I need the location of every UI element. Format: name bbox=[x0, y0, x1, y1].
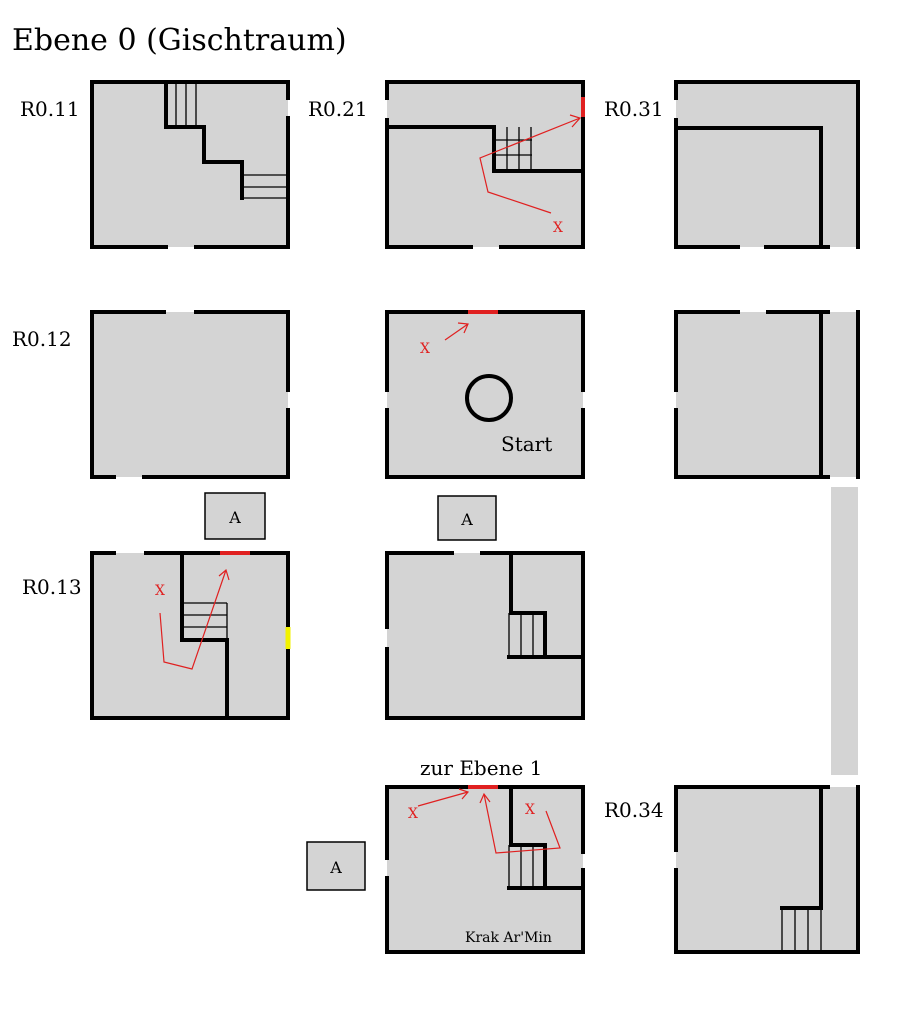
room-r034 bbox=[674, 785, 860, 954]
room-r032 bbox=[674, 310, 860, 479]
room-walls bbox=[674, 310, 860, 479]
route-arrow bbox=[479, 117, 581, 214]
start-label: Start bbox=[501, 432, 552, 456]
marker-a-box: A bbox=[306, 841, 366, 891]
room-r021: X bbox=[385, 80, 585, 249]
room-start: Start X bbox=[385, 310, 585, 479]
room-r024: X X Krak Ar'Min bbox=[385, 785, 585, 954]
marker-a-label: A bbox=[329, 858, 342, 877]
stairs bbox=[508, 613, 534, 657]
marker-a-label: A bbox=[228, 508, 241, 527]
marker-x: X bbox=[525, 802, 535, 818]
marker-x: X bbox=[408, 806, 418, 822]
route-arrow bbox=[417, 791, 469, 807]
room-floor bbox=[387, 787, 583, 952]
room-floor bbox=[92, 553, 288, 718]
room-walls bbox=[385, 310, 585, 479]
stairs bbox=[182, 602, 228, 640]
marker-a-label: A bbox=[460, 510, 473, 529]
room-floor bbox=[387, 82, 583, 247]
npc-label: Krak Ar'Min bbox=[465, 930, 552, 946]
room-label-r012: R0.12 bbox=[12, 327, 72, 351]
room-r031 bbox=[674, 80, 860, 249]
room-r023 bbox=[385, 551, 585, 720]
room-walls bbox=[90, 551, 290, 720]
marker-x: X bbox=[553, 220, 563, 236]
room-floor bbox=[387, 312, 583, 477]
room-floor bbox=[92, 82, 288, 247]
marker-x: X bbox=[155, 583, 165, 599]
room-floor bbox=[676, 787, 858, 952]
room-label-r034: R0.34 bbox=[604, 798, 664, 822]
room-walls bbox=[90, 310, 290, 479]
room-label-r021: R0.21 bbox=[308, 97, 368, 121]
route-arrow bbox=[159, 569, 227, 670]
arrow-head bbox=[458, 788, 470, 800]
route-arrow bbox=[444, 323, 469, 341]
route-arrow bbox=[483, 793, 561, 854]
room-label-r031: R0.31 bbox=[604, 97, 664, 121]
stairs bbox=[781, 908, 822, 952]
room-r013: X bbox=[90, 551, 291, 720]
room-walls bbox=[385, 80, 585, 249]
marker-a-box: A bbox=[204, 492, 266, 540]
room-label-r013: R0.13 bbox=[22, 575, 82, 599]
arrow-head bbox=[218, 568, 230, 581]
room-floor bbox=[676, 312, 858, 477]
room-walls bbox=[674, 80, 860, 249]
corridor-east bbox=[831, 487, 858, 775]
marker-x: X bbox=[420, 341, 430, 357]
arrow-head bbox=[569, 114, 582, 128]
stairs bbox=[175, 82, 288, 199]
stairs bbox=[494, 127, 532, 171]
room-floor bbox=[387, 553, 583, 718]
marker-a-box: A bbox=[437, 495, 497, 541]
room-floor bbox=[92, 312, 288, 477]
arrow-head bbox=[479, 792, 491, 804]
room-walls bbox=[674, 785, 860, 954]
room-floor bbox=[676, 82, 858, 247]
arrow-head bbox=[457, 322, 469, 334]
room-label-r011: R0.11 bbox=[20, 97, 80, 121]
start-circle bbox=[465, 374, 513, 422]
map-title: Ebene 0 (Gischtraum) bbox=[12, 23, 347, 58]
room-r011 bbox=[90, 80, 290, 249]
room-r012 bbox=[90, 310, 290, 479]
exit-label: zur Ebene 1 bbox=[420, 756, 542, 780]
